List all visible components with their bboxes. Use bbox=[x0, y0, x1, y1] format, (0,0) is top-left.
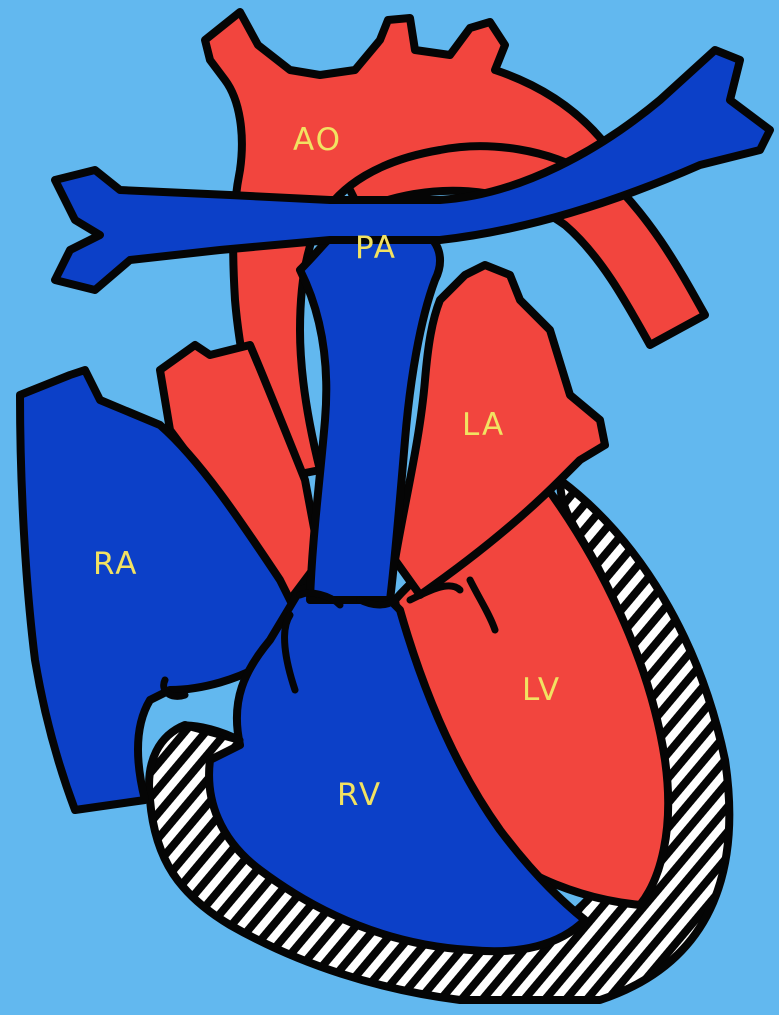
label-la: LA bbox=[462, 407, 505, 443]
label-lv: LV bbox=[522, 672, 561, 708]
label-rv: RV bbox=[337, 777, 382, 813]
label-ra: RA bbox=[93, 546, 139, 582]
label-pa: PA bbox=[355, 230, 397, 266]
label-ao: AO bbox=[293, 122, 342, 158]
